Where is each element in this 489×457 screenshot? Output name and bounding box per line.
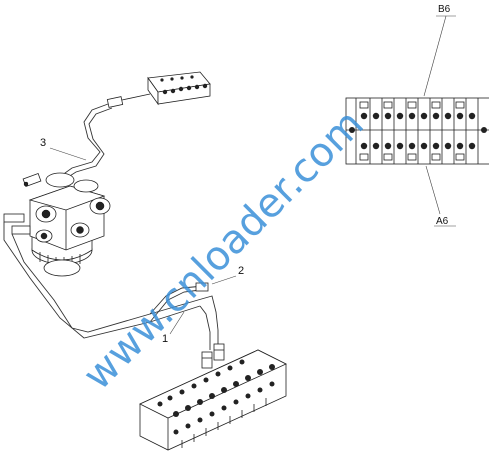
pipe-fittings xyxy=(195,282,225,369)
callout-3: 3 xyxy=(40,137,46,149)
callout-1: 1 xyxy=(162,333,168,345)
callout-b6: B6 xyxy=(438,4,451,15)
main-control-valve-detail xyxy=(345,97,489,165)
pilot-control-valve xyxy=(3,172,111,277)
main-control-valve-bottom xyxy=(139,349,287,451)
small-manifold-block xyxy=(106,71,211,108)
pipe-3 xyxy=(57,103,113,182)
callout-a6: A6 xyxy=(436,216,449,227)
callout-2: 2 xyxy=(238,265,244,277)
leader-lines xyxy=(49,15,456,335)
pipe-1-2 xyxy=(3,222,219,350)
